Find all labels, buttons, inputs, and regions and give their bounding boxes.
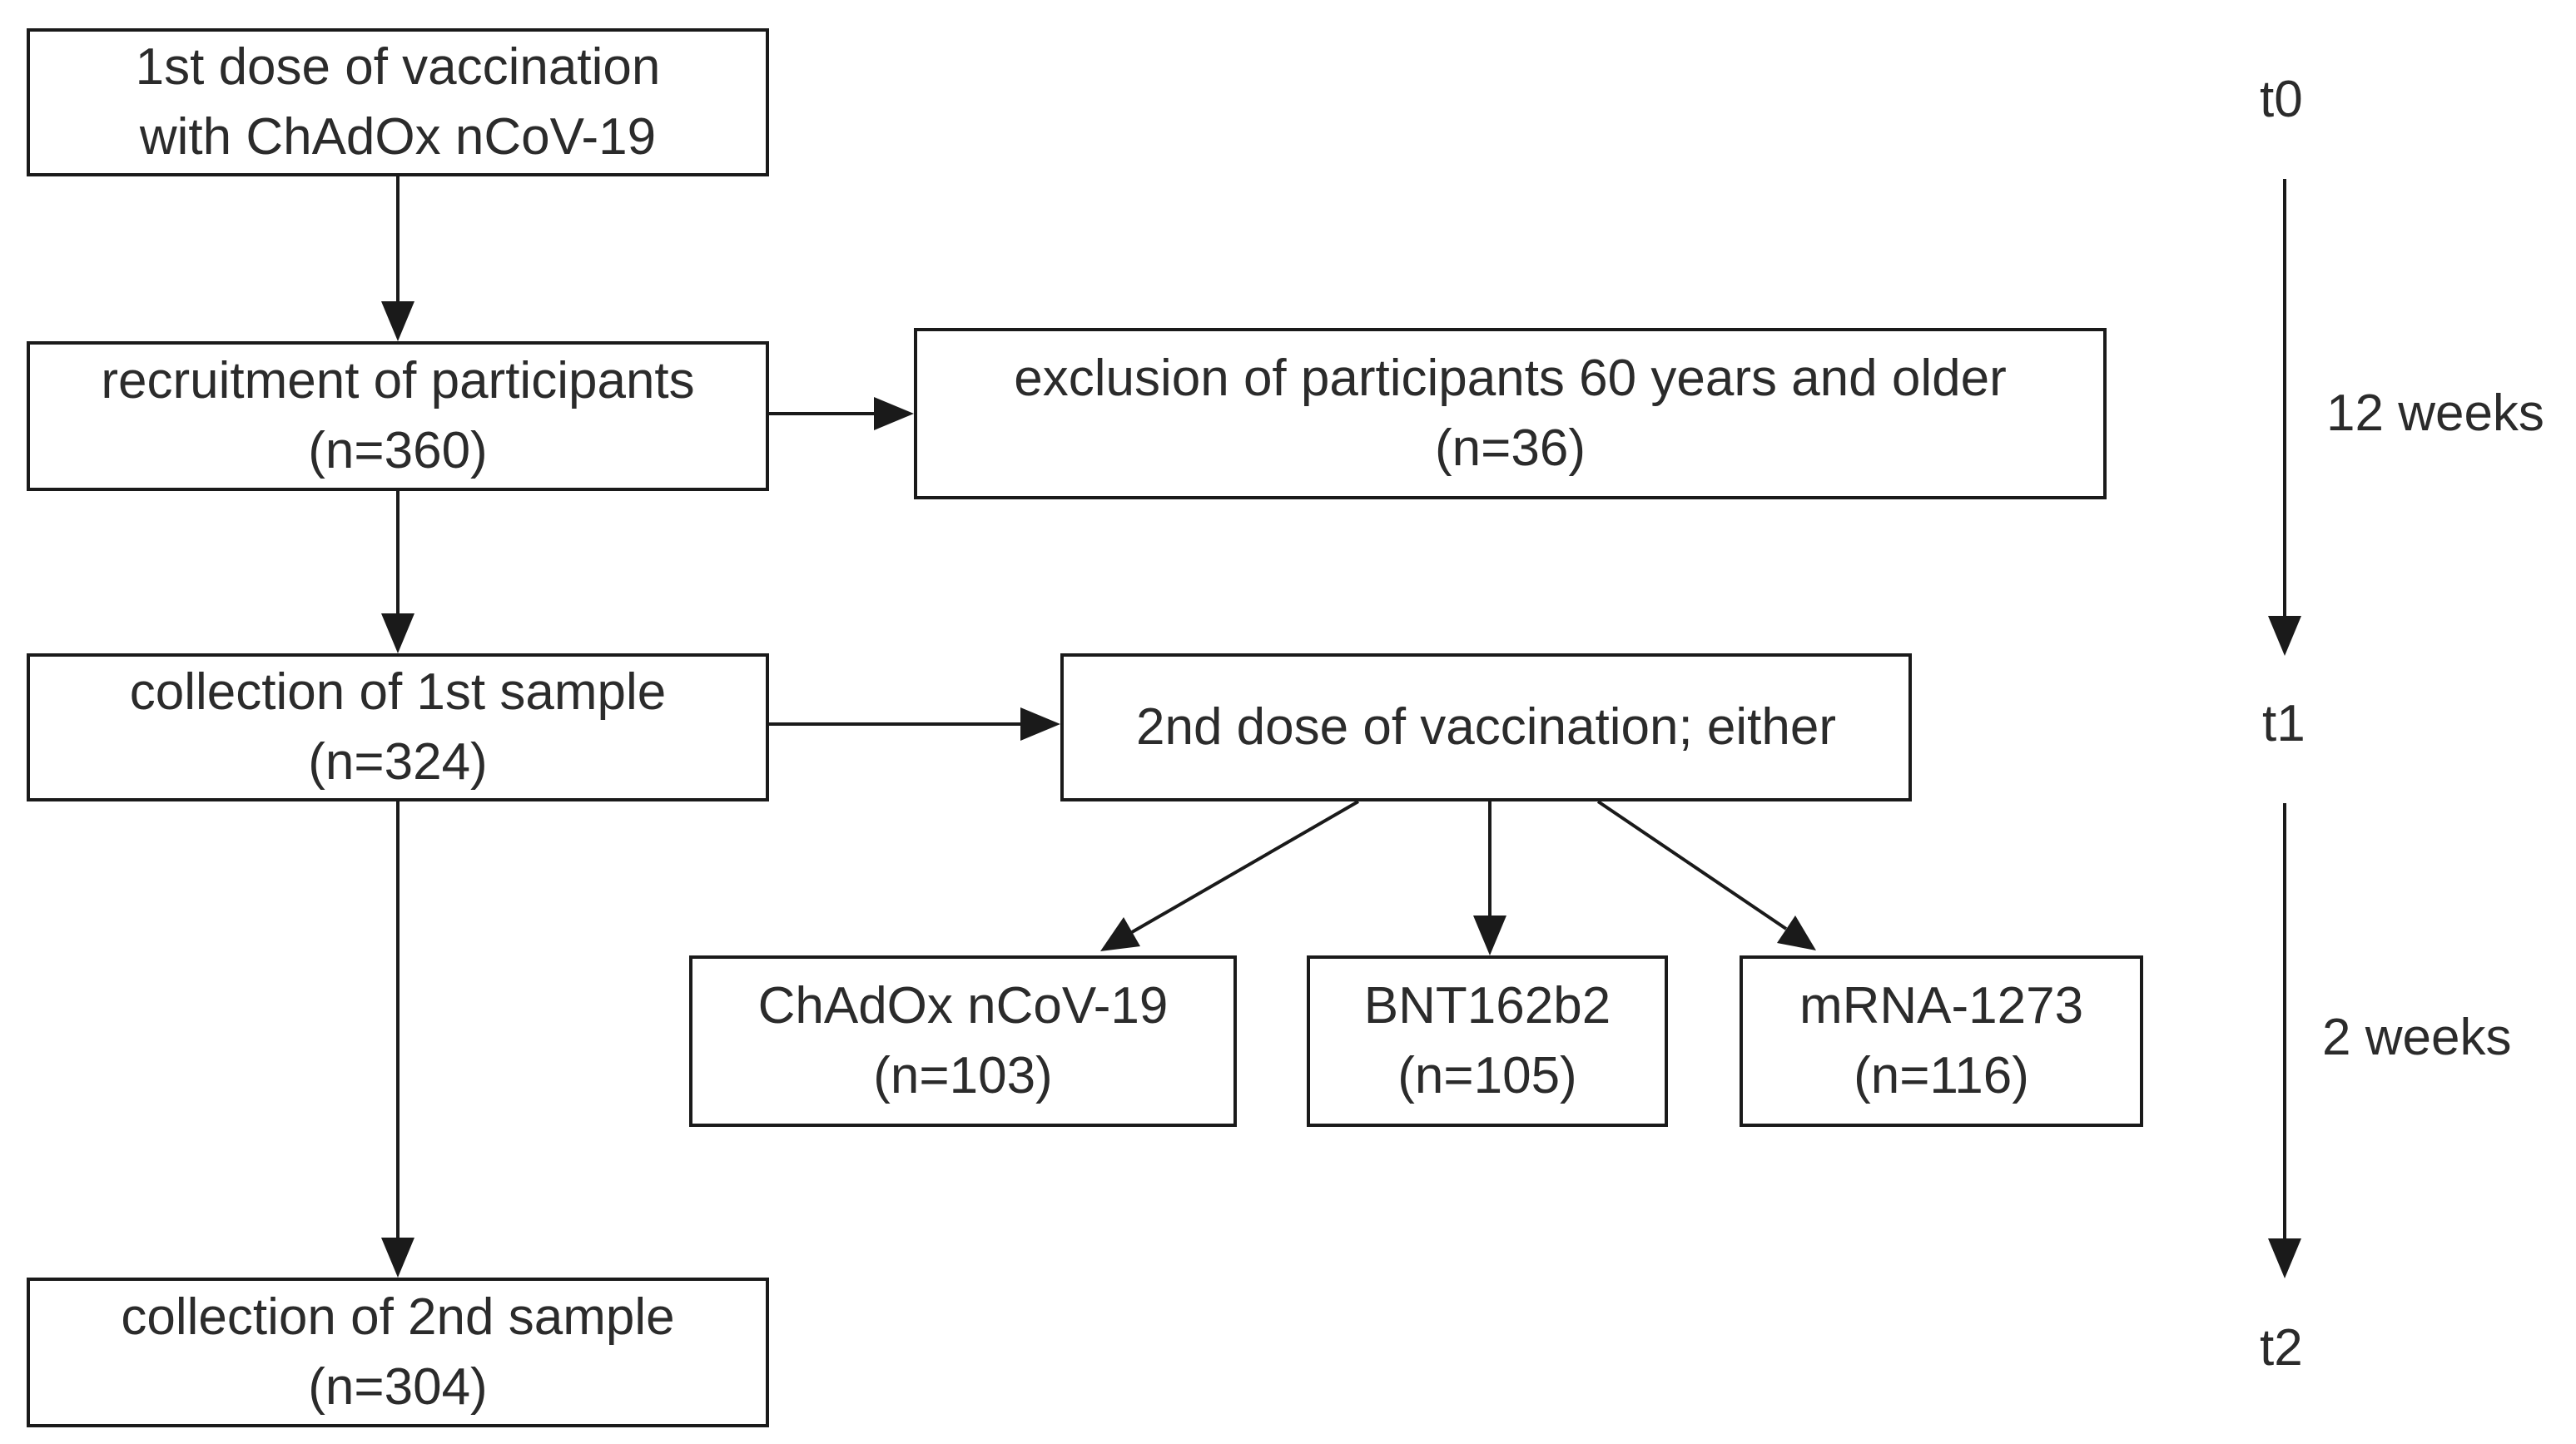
node-exclusion-line1: exclusion of participants 60 years and o… bbox=[1014, 350, 2007, 407]
node-mrna1273: mRNA-1273 (n=116) bbox=[1740, 955, 2143, 1127]
arrow-dose2-to-chadox bbox=[1131, 800, 1359, 934]
node-first-sample-line2: (n=324) bbox=[308, 733, 488, 791]
timeline-arrowhead-t1 bbox=[2268, 616, 2301, 656]
node-exclusion-line2: (n=36) bbox=[1435, 419, 1586, 477]
node-bnt162b2-line1: BNT162b2 bbox=[1363, 977, 1611, 1035]
arrow-dose2-to-mrna bbox=[1596, 800, 1788, 930]
arrowhead-sample2 bbox=[381, 1238, 414, 1278]
timeline-t2: t2 bbox=[2260, 1319, 2303, 1377]
node-exclusion: exclusion of participants 60 years and o… bbox=[914, 328, 2107, 499]
node-chadox-line2: (n=103) bbox=[873, 1047, 1053, 1104]
node-first-sample: collection of 1st sample (n=324) bbox=[27, 653, 769, 801]
node-first-dose-line2: with ChAdOx nCoV-19 bbox=[139, 108, 657, 166]
node-second-dose: 2nd dose of vaccination; either bbox=[1060, 653, 1912, 801]
arrowhead-chadox bbox=[1100, 917, 1140, 951]
arrowhead-dose2 bbox=[1020, 707, 1060, 741]
node-first-sample-line1: collection of 1st sample bbox=[129, 663, 667, 721]
node-recruitment: recruitment of participants (n=360) bbox=[27, 341, 769, 491]
node-recruitment-line2: (n=360) bbox=[308, 422, 488, 479]
node-second-sample-line2: (n=304) bbox=[308, 1358, 488, 1416]
node-second-sample-line1: collection of 2nd sample bbox=[121, 1288, 675, 1346]
timeline-t1: t1 bbox=[2262, 695, 2305, 752]
arrowhead-bnt bbox=[1473, 916, 1506, 955]
arrowhead-sample1 bbox=[381, 613, 414, 653]
arrowhead-exclusion bbox=[874, 397, 914, 430]
timeline-arrowhead-t2 bbox=[2268, 1238, 2301, 1278]
node-second-sample: collection of 2nd sample (n=304) bbox=[27, 1278, 769, 1427]
node-chadox: ChAdOx nCoV-19 (n=103) bbox=[689, 955, 1237, 1127]
node-bnt162b2: BNT162b2 (n=105) bbox=[1307, 955, 1668, 1127]
node-bnt162b2-line2: (n=105) bbox=[1397, 1047, 1577, 1104]
timeline-t0: t0 bbox=[2260, 71, 2303, 128]
node-second-dose-line1: 2nd dose of vaccination; either bbox=[1136, 698, 1836, 756]
timeline-interval-12-weeks: 12 weeks bbox=[2326, 385, 2544, 442]
node-mrna1273-line2: (n=116) bbox=[1854, 1047, 2029, 1104]
node-first-dose: 1st dose of vaccination with ChAdOx nCoV… bbox=[27, 28, 769, 176]
timeline-interval-2-weeks: 2 weeks bbox=[2322, 1009, 2512, 1066]
node-mrna1273-line1: mRNA-1273 bbox=[1799, 977, 2084, 1035]
arrowhead-mrna bbox=[1777, 916, 1816, 950]
arrowhead-recruitment bbox=[381, 301, 414, 341]
node-recruitment-line1: recruitment of participants bbox=[101, 352, 695, 409]
node-chadox-line1: ChAdOx nCoV-19 bbox=[757, 977, 1169, 1035]
node-first-dose-line1: 1st dose of vaccination bbox=[135, 38, 661, 96]
